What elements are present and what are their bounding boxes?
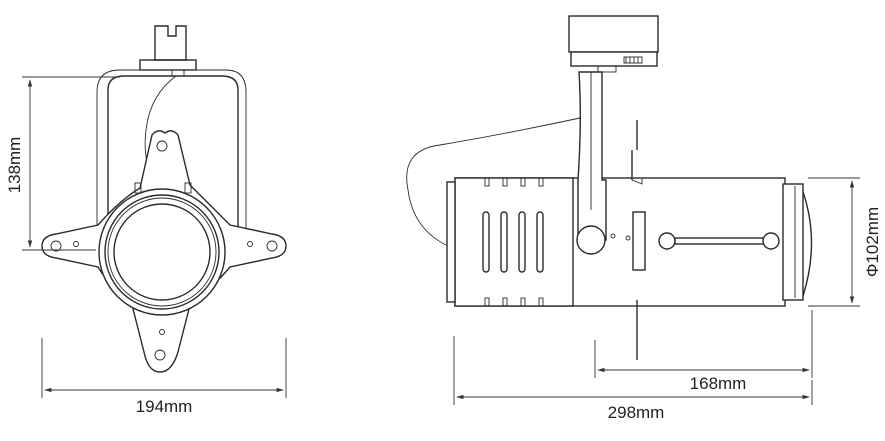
yoke-arm-side xyxy=(576,71,616,255)
front-view: 138mm 194mm xyxy=(5,25,287,416)
side-view: Φ102mm 168mm 298mm xyxy=(406,15,882,422)
shutter-blades xyxy=(625,120,646,360)
cooling-vents xyxy=(482,211,544,273)
diameter-label: Φ102mm xyxy=(863,207,882,277)
overall-length-dimension: 298mm xyxy=(453,336,813,422)
pivot-knob[interactable] xyxy=(576,225,606,255)
power-cable-side xyxy=(406,117,581,251)
focus-slider[interactable] xyxy=(658,232,780,250)
width-dimension: 194mm xyxy=(41,338,287,416)
head-length-dimension: 168mm xyxy=(594,310,813,393)
overall-length-label: 298mm xyxy=(608,403,665,422)
height-label: 138mm xyxy=(5,137,24,194)
height-dimension: 138mm xyxy=(5,76,120,251)
diameter-dimension: Φ102mm xyxy=(808,177,882,307)
projector-body xyxy=(446,177,813,307)
width-label: 194mm xyxy=(136,397,193,416)
track-adapter-side xyxy=(568,15,659,73)
head-length-label: 168mm xyxy=(690,374,747,393)
track-adapter-front xyxy=(139,25,197,77)
lens-front xyxy=(98,188,226,316)
